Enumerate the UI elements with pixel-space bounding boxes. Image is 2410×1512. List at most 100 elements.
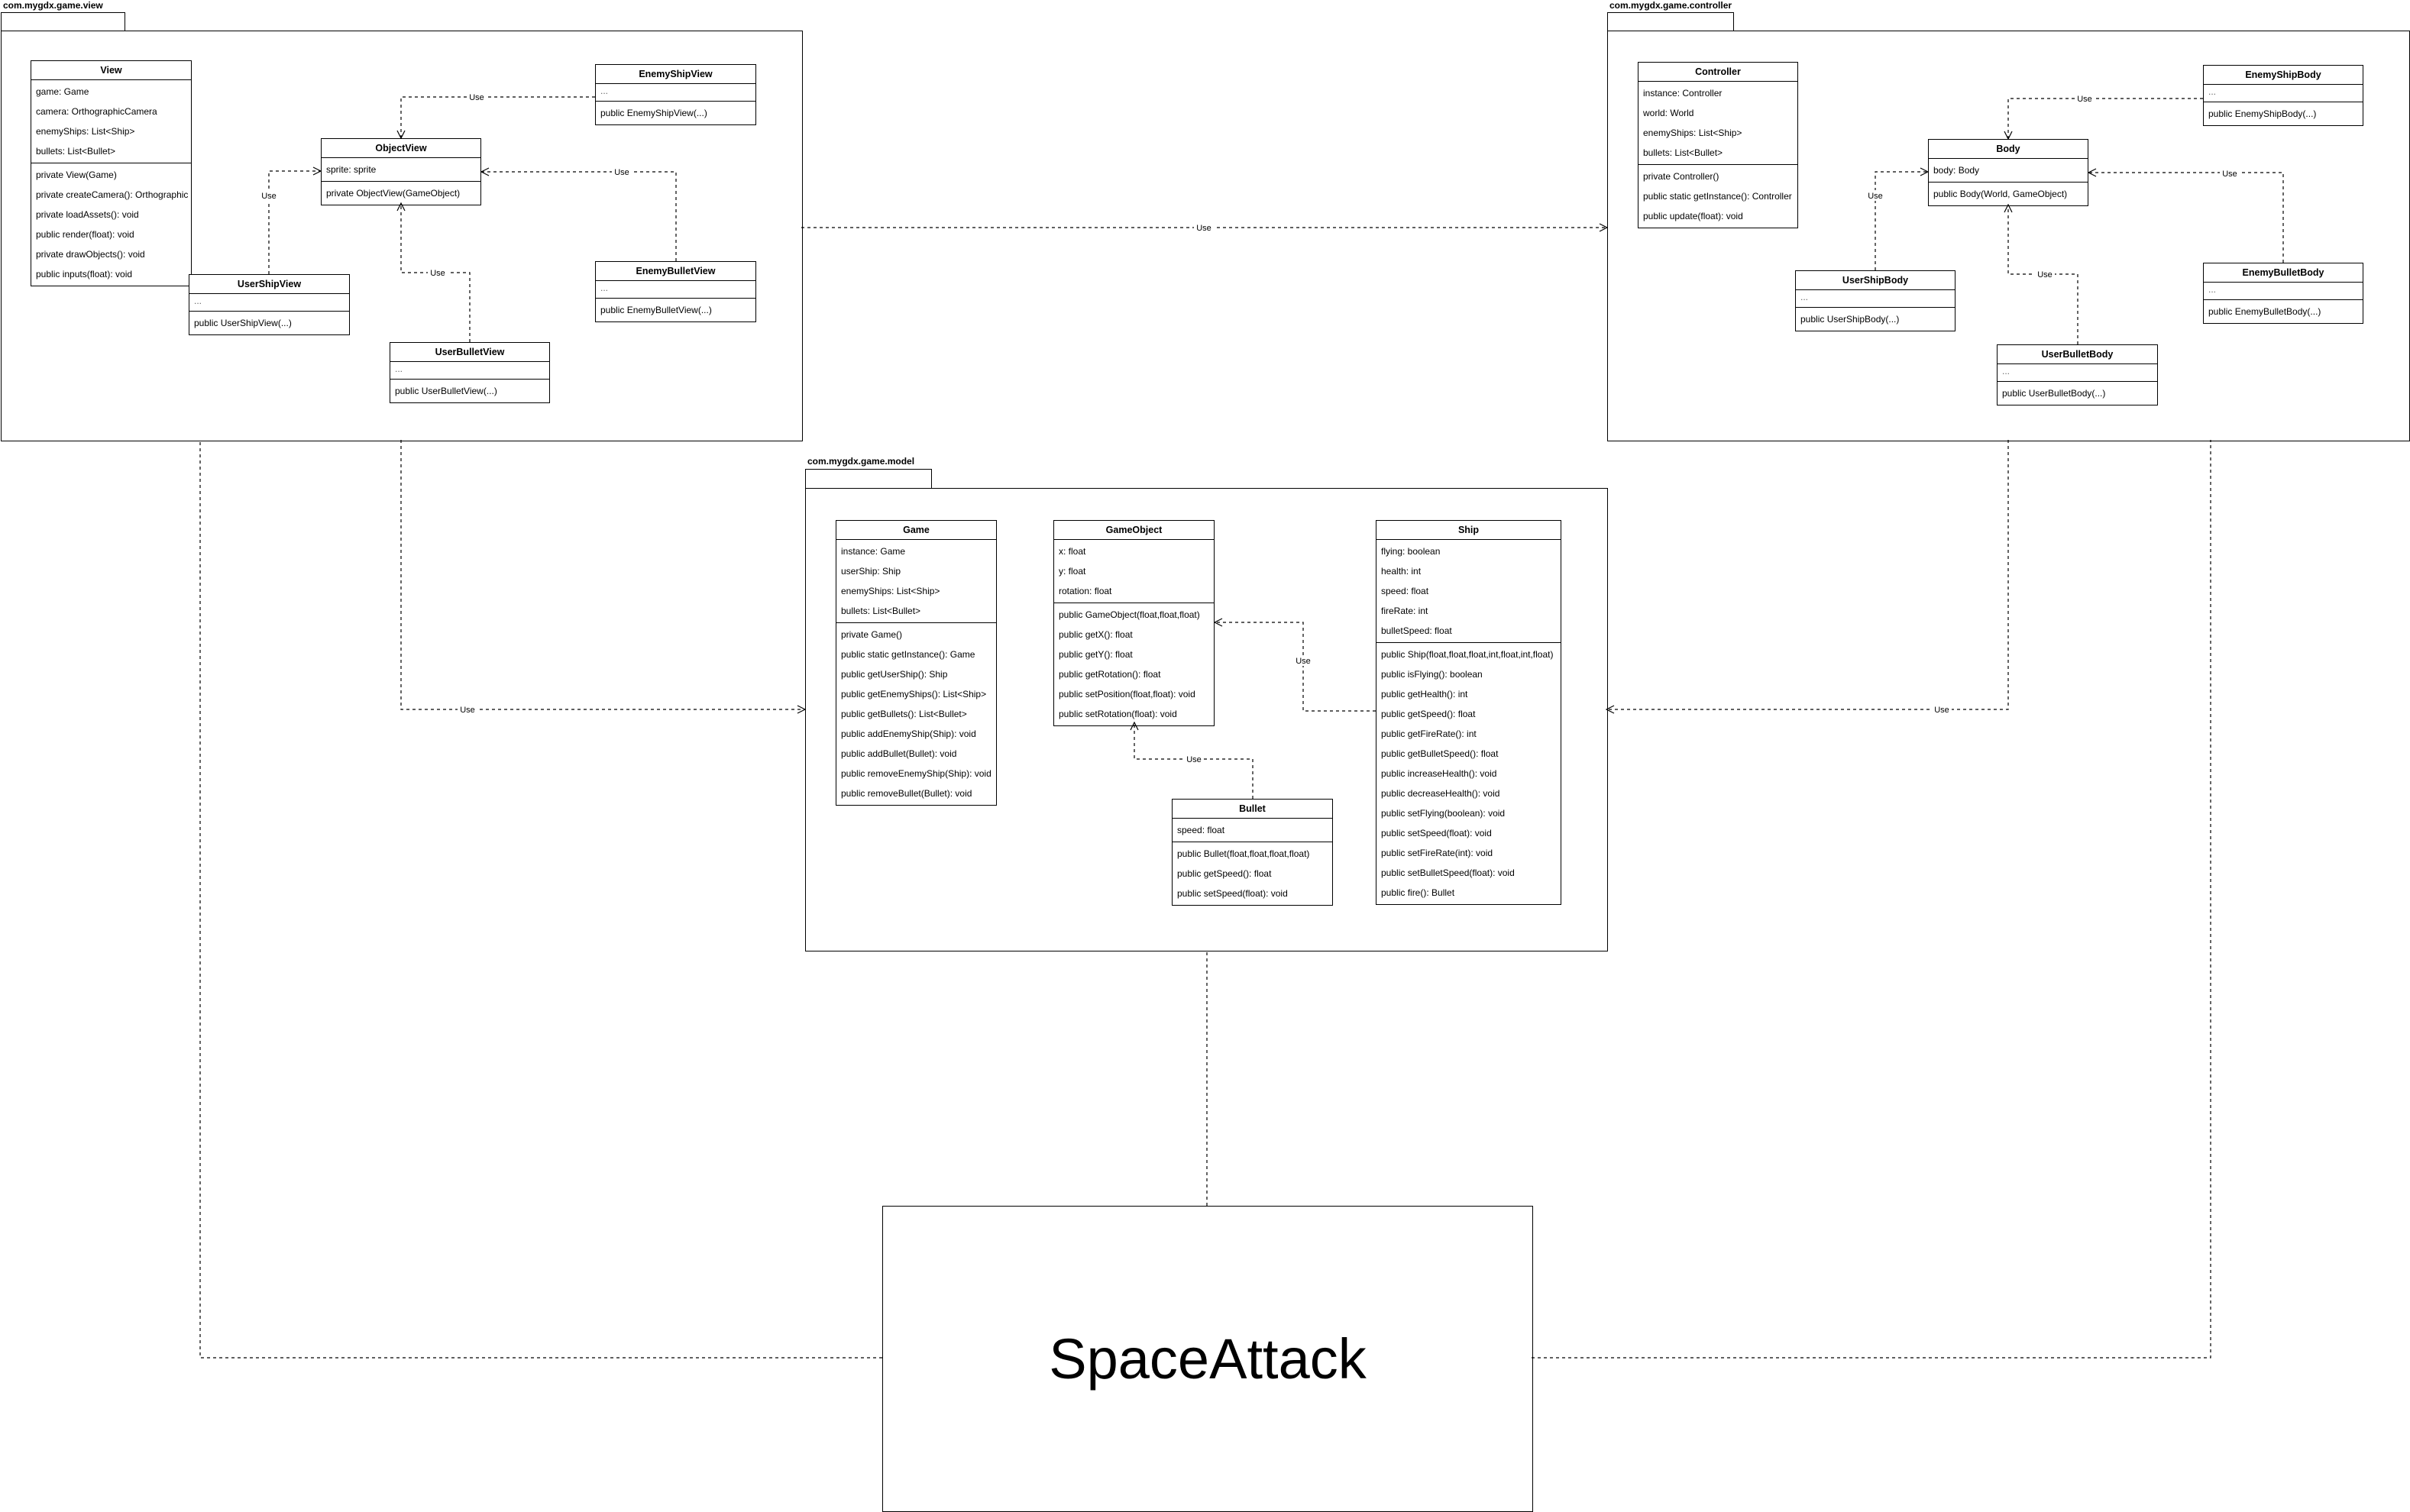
class-method: public UserBulletBody(...) bbox=[2002, 388, 2106, 399]
class-attributes: sprite: sprite bbox=[322, 158, 480, 182]
label-use: Use bbox=[1868, 192, 1883, 201]
class-method: public getEnemyShips(): List<Ship> bbox=[841, 689, 987, 699]
label-use: Use bbox=[614, 168, 629, 177]
class-method: public GameObject(float,float,float) bbox=[1059, 609, 1200, 620]
class-attribute: ... bbox=[2208, 86, 2217, 97]
class-attribute: ... bbox=[600, 283, 609, 293]
class-attributes: ... bbox=[596, 84, 755, 102]
label-use: Use bbox=[2077, 95, 2092, 104]
class-attribute: enemyShips: List<Ship> bbox=[1643, 128, 1742, 138]
class-method: public setBulletSpeed(float): void bbox=[1381, 867, 1515, 878]
class-methods: public EnemyBulletBody(...) bbox=[2204, 300, 2363, 323]
label-use: Use bbox=[430, 269, 445, 278]
edge-root-controller bbox=[1532, 440, 2211, 1359]
class-name: EnemyBulletView bbox=[596, 262, 755, 281]
class-attribute: ... bbox=[395, 363, 403, 374]
class-attribute: instance: Controller bbox=[1643, 88, 1723, 99]
class-attribute: x: float bbox=[1059, 546, 1086, 557]
class-method: public UserShipBody(...) bbox=[1800, 314, 1900, 325]
class-userbulletview[interactable]: UserBulletView...public UserBulletView(.… bbox=[390, 342, 550, 403]
edge-enemybulletview-objectview bbox=[481, 172, 677, 261]
class-attribute: ... bbox=[1800, 292, 1809, 302]
class-userbulletbody[interactable]: UserBulletBody...public UserBulletBody(.… bbox=[1997, 344, 2158, 405]
class-attributes: ... bbox=[1796, 290, 1955, 308]
class-attribute: ... bbox=[600, 86, 609, 96]
class-method: public update(float): void bbox=[1643, 211, 1743, 221]
class-method: public removeBullet(Bullet): void bbox=[841, 788, 972, 799]
class-attribute: flying: boolean bbox=[1381, 546, 1441, 557]
class-method: public getSpeed(): float bbox=[1381, 709, 1476, 719]
class-method: public getSpeed(): float bbox=[1177, 868, 1272, 879]
class-method: private Controller() bbox=[1643, 171, 1719, 182]
class-method: public getBulletSpeed(): float bbox=[1381, 748, 1499, 759]
class-method: public setFlying(boolean): void bbox=[1381, 808, 1506, 819]
class-attribute: health: int bbox=[1381, 566, 1422, 577]
class-method: public getBullets(): List<Bullet> bbox=[841, 709, 967, 719]
class-methods: public EnemyBulletView(...) bbox=[596, 299, 755, 321]
class-method: public inputs(float): void bbox=[36, 269, 133, 279]
edge-labels: Use Use Use Use Use Use Use Use Use Use … bbox=[259, 92, 2240, 764]
class-name: UserShipBody bbox=[1796, 271, 1955, 290]
class-enemybulletbody[interactable]: EnemyBulletBody...public EnemyBulletBody… bbox=[2203, 263, 2363, 324]
class-methods: public UserShipBody(...) bbox=[1796, 308, 1955, 331]
package-name-controller: com.mygdx.game.controller bbox=[1609, 0, 1732, 11]
class-name: Game bbox=[836, 521, 996, 540]
class-method: public addEnemyShip(Ship): void bbox=[841, 729, 976, 739]
class-attribute: instance: Game bbox=[841, 546, 906, 557]
class-method: public UserBulletView(...) bbox=[395, 386, 497, 396]
class-method: public isFlying(): boolean bbox=[1381, 669, 1483, 680]
class-usershipview[interactable]: UserShipView...public UserShipView(...) bbox=[189, 274, 350, 335]
edge-enemyshipview-objectview bbox=[401, 96, 595, 138]
edge-enemyshipbody-body bbox=[2008, 98, 2203, 139]
edge-view-model bbox=[400, 440, 805, 709]
label-use: Use bbox=[261, 192, 277, 201]
label-use: Use bbox=[2037, 270, 2053, 279]
label-use: Use bbox=[2222, 170, 2237, 179]
class-method: public removeEnemyShip(Ship): void bbox=[841, 768, 991, 779]
class-attribute: body: Body bbox=[1933, 165, 1980, 176]
class-enemyshipview[interactable]: EnemyShipView...public EnemyShipView(...… bbox=[595, 64, 756, 125]
class-method: public setFireRate(int): void bbox=[1381, 848, 1493, 858]
class-method: public getFireRate(): int bbox=[1381, 729, 1477, 739]
package-tab-model bbox=[805, 469, 932, 489]
class-name: ObjectView bbox=[322, 139, 480, 158]
class-methods: public GameObject(float,float,float) publ… bbox=[1054, 603, 1214, 725]
class-attribute: ... bbox=[2002, 366, 2010, 376]
class-methods: public UserShipView(...) bbox=[189, 312, 349, 334]
class-method: public setSpeed(float): void bbox=[1381, 828, 1492, 838]
class-method: public getX(): float bbox=[1059, 629, 1133, 640]
label-use: Use bbox=[1934, 706, 1949, 715]
class-enemyshipbody[interactable]: EnemyShipBody...public EnemyShipBody(...… bbox=[2203, 65, 2363, 126]
class-enemybulletview[interactable]: EnemyBulletView... public EnemyBulletView… bbox=[595, 261, 756, 322]
class-method: public getY(): float bbox=[1059, 649, 1133, 660]
class-attributes: ... bbox=[2204, 85, 2363, 102]
class-method: public EnemyBulletBody(...) bbox=[2208, 306, 2321, 317]
class-method: public setSpeed(float): void bbox=[1177, 888, 1288, 899]
class-method: public Ship(float,float,float,int,float,… bbox=[1381, 649, 1554, 660]
class-name: EnemyShipBody bbox=[2204, 66, 2363, 85]
class-name: Bullet bbox=[1173, 800, 1332, 819]
class-method: public EnemyBulletView(...) bbox=[600, 305, 712, 315]
label-use: Use bbox=[469, 93, 484, 102]
class-method: public setPosition(float,float): void bbox=[1059, 689, 1195, 699]
class-usershipbody[interactable]: UserShipBody... public UserShipBody(...) bbox=[1795, 270, 1955, 331]
edge-ship-gameobject bbox=[1215, 622, 1376, 712]
class-method: private loadAssets(): void bbox=[36, 209, 139, 220]
class-method: public getUserShip(): Ship bbox=[841, 669, 948, 680]
class-attribute: game: Game bbox=[36, 86, 89, 97]
class-attributes: ... bbox=[390, 362, 549, 380]
